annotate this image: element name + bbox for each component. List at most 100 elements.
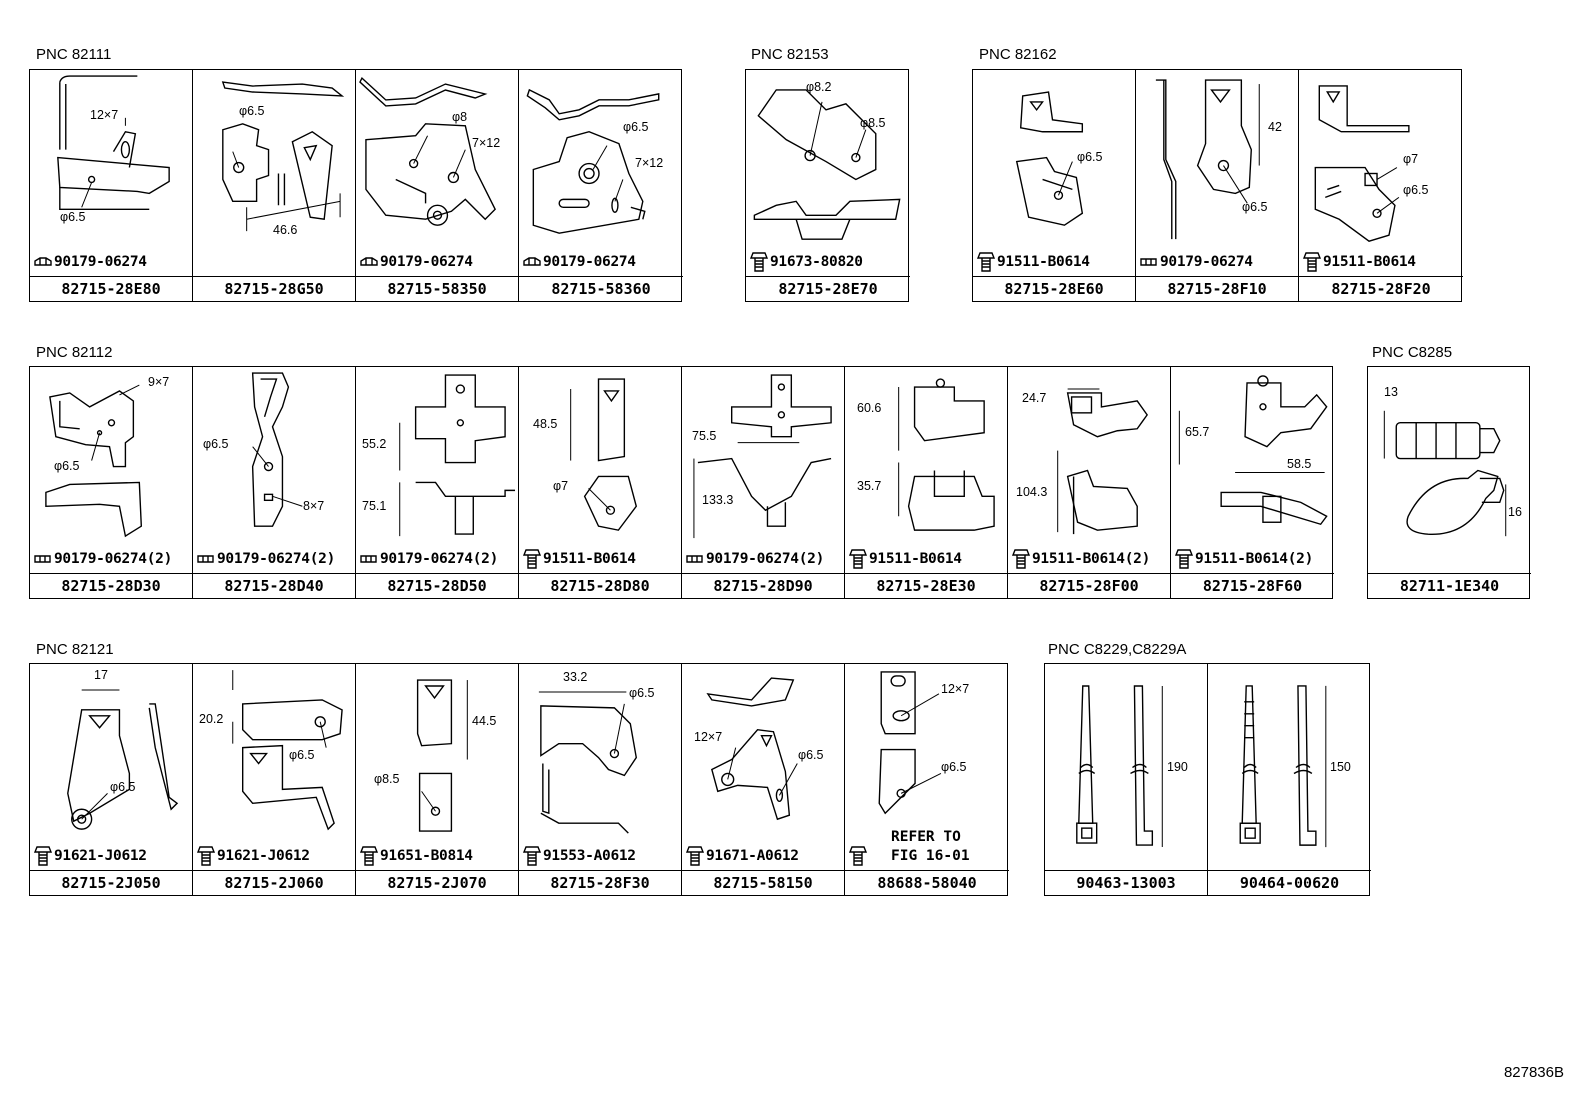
part-cell[interactable]: 12×7 φ6.5 REFER TO FIG 16-01 88688-58040 (845, 664, 1009, 895)
dimension-label: φ6.5 (60, 210, 86, 224)
part-cell[interactable]: 13 16 82711-1E340 (1368, 367, 1531, 598)
refer-note: REFER TO FIG 16-01 (891, 828, 970, 866)
fastener: 91511-B0614(2) (1173, 548, 1333, 570)
part-number: 82715-2J060 (224, 874, 324, 892)
fastener-part-number: 90179-06274 (543, 254, 636, 270)
part-cell[interactable]: 190 90463-13003 (1045, 664, 1208, 895)
pnc-label: PNC 82111 (36, 46, 112, 63)
pnc-label: PNC 82162 (979, 46, 1057, 63)
nut-side-icon (1140, 258, 1157, 266)
dimension-label: 17 (94, 668, 108, 682)
fastener-part-number: 91511-B0614 (997, 254, 1090, 270)
bracket-drawing (693, 374, 832, 539)
dimension-label: φ6.5 (239, 104, 265, 118)
dimension-label: φ6.5 (1077, 150, 1103, 164)
dimension-label: 48.5 (533, 417, 558, 431)
pnc-group-82162: φ6.5 91511-B0614 82715-28E60 42 φ6.5 (972, 69, 1463, 302)
fastener: 90179-06274 (32, 251, 191, 273)
part-cell[interactable]: 42 φ6.5 90179-06274 82715-28F10 (1136, 70, 1299, 301)
fastener-part-number: 91511-B0614 (1323, 254, 1416, 270)
bolt-icon (848, 549, 868, 569)
part-cell[interactable]: 12×7 φ6.5 90179-06274 82715-28E80 (30, 70, 193, 301)
pnc-label: PNC C8285 (1372, 344, 1453, 361)
bracket-drawing (399, 374, 516, 537)
part-number: 82715-28G50 (224, 280, 324, 298)
part-number: 82715-28D90 (713, 577, 813, 595)
part-cell[interactable]: 150 90464-00620 (1208, 664, 1371, 895)
bolt-icon (33, 846, 53, 866)
part-cell[interactable]: 9×7 φ6.5 90179-06274(2) 82715-28D30 (30, 367, 193, 598)
bolt-icon (196, 846, 216, 866)
part-cell[interactable]: φ6.5 46.6 82715-28G50 (193, 70, 356, 301)
pnc-label: PNC 82112 (36, 344, 113, 361)
refer-line: REFER TO (891, 829, 961, 845)
part-cell[interactable]: φ7 φ6.5 91511-B0614 82715-28F20 (1299, 70, 1463, 301)
part-number: 82715-28E60 (1004, 280, 1104, 298)
nut-icon (34, 257, 52, 266)
fastener-part-number: 90179-06274(2) (380, 551, 499, 567)
dimension-label: 44.5 (472, 714, 497, 728)
dimension-label: φ6.5 (110, 780, 136, 794)
bolt-icon (1302, 252, 1322, 272)
part-cell[interactable]: φ6.5 8×7 90179-06274(2) 82715-28D40 (193, 367, 356, 598)
dimension-label: 60.6 (857, 401, 882, 415)
fastener: 91621-J0612 (195, 845, 354, 867)
bracket-drawing (898, 378, 995, 531)
part-cell[interactable]: φ8.2 φ8.5 91673-80820 82715-28E70 (746, 70, 910, 301)
pnc-label: PNC 82121 (36, 641, 114, 658)
bracket-drawing (416, 679, 468, 832)
bracket-drawing (878, 671, 942, 815)
bracket-drawing (57, 75, 170, 210)
dimension-label: φ7 (553, 479, 569, 493)
pnc-group-c8229: 190 90463-13003 150 90464-00620 (1044, 663, 1371, 896)
dimension-label: φ6.5 (623, 120, 649, 134)
bracket-drawing (570, 378, 638, 531)
part-number: 82715-2J070 (387, 874, 487, 892)
fastener: 91553-A0612 (521, 845, 680, 867)
fastener-part-number: 90179-06274(2) (706, 551, 825, 567)
dimension-label: 24.7 (1022, 391, 1047, 405)
dimension-label: φ6.5 (289, 748, 315, 762)
part-cell[interactable]: 55.2 75.1 90179-06274(2) 82715-28D50 (356, 367, 519, 598)
part-cell[interactable]: φ6.5 91511-B0614 82715-28E60 (973, 70, 1136, 301)
fastener-part-number: 91651-B0814 (380, 848, 473, 864)
dimension-label: 46.6 (273, 223, 298, 237)
dimension-label: φ6.5 (1242, 200, 1268, 214)
part-number: 90464-00620 (1239, 874, 1340, 892)
bracket-drawing (1178, 375, 1328, 526)
dimension-label: φ8.5 (374, 772, 400, 786)
fastener-part-number: 91621-J0612 (217, 848, 310, 864)
part-cell[interactable]: 12×7 φ6.5 91671-A0612 82715-58150 (682, 664, 845, 895)
dimension-label: 9×7 (148, 375, 170, 389)
bolt-icon (1174, 549, 1194, 569)
fastener: 90179-06274(2) (358, 548, 517, 570)
dimension-label: 8×7 (303, 499, 325, 513)
part-cell[interactable]: φ6.5 7×12 90179-06274 82715-58360 (519, 70, 683, 301)
pnc-group-82111: 12×7 φ6.5 90179-06274 82715-28E80 (29, 69, 683, 302)
part-cell[interactable]: 20.2 φ6.5 91621-J0612 82715-2J060 (193, 664, 356, 895)
part-cell[interactable]: φ8 7×12 90179-06274 82715-58350 (356, 70, 519, 301)
part-cell[interactable]: 44.5 φ8.5 91651-B0814 82715-2J070 (356, 664, 519, 895)
dimension-label: 20.2 (199, 712, 224, 726)
fastener: 91673-80820 (748, 251, 909, 273)
fastener (847, 845, 873, 867)
bracket-drawing (359, 76, 496, 226)
dimension-label: 33.2 (563, 670, 588, 684)
nut-icon (360, 257, 378, 266)
part-number: 82715-2J050 (61, 874, 161, 892)
part-cell[interactable]: 60.6 35.7 91511-B0614 82715-28E30 (845, 367, 1008, 598)
dimension-label: 12×7 (90, 108, 119, 122)
part-cell[interactable]: 75.5 133.3 90179-06274(2) 82715-28D90 (682, 367, 845, 598)
fastener: 90179-06274 (521, 251, 682, 273)
part-cell[interactable]: 48.5 φ7 91511-B0614 82715-28D80 (519, 367, 682, 598)
part-number: 82715-28E30 (876, 577, 976, 595)
part-cell[interactable]: 24.7 104.3 91511-B0614(2) 82715-28F00 (1008, 367, 1171, 598)
part-cell[interactable]: 17 φ6.5 91621-J0612 82715-2J050 (30, 664, 193, 895)
bolt-icon (685, 846, 705, 866)
dimension-label: 13 (1384, 385, 1398, 399)
part-number: 82715-28D30 (61, 577, 161, 595)
part-cell[interactable]: 65.7 58.5 91511-B0614(2) 82715-28F60 (1171, 367, 1334, 598)
bracket-drawing (753, 89, 901, 240)
part-cell[interactable]: 33.2 φ6.5 91553-A0612 82715-28F30 (519, 664, 682, 895)
dimension-label: φ8 (452, 110, 468, 124)
